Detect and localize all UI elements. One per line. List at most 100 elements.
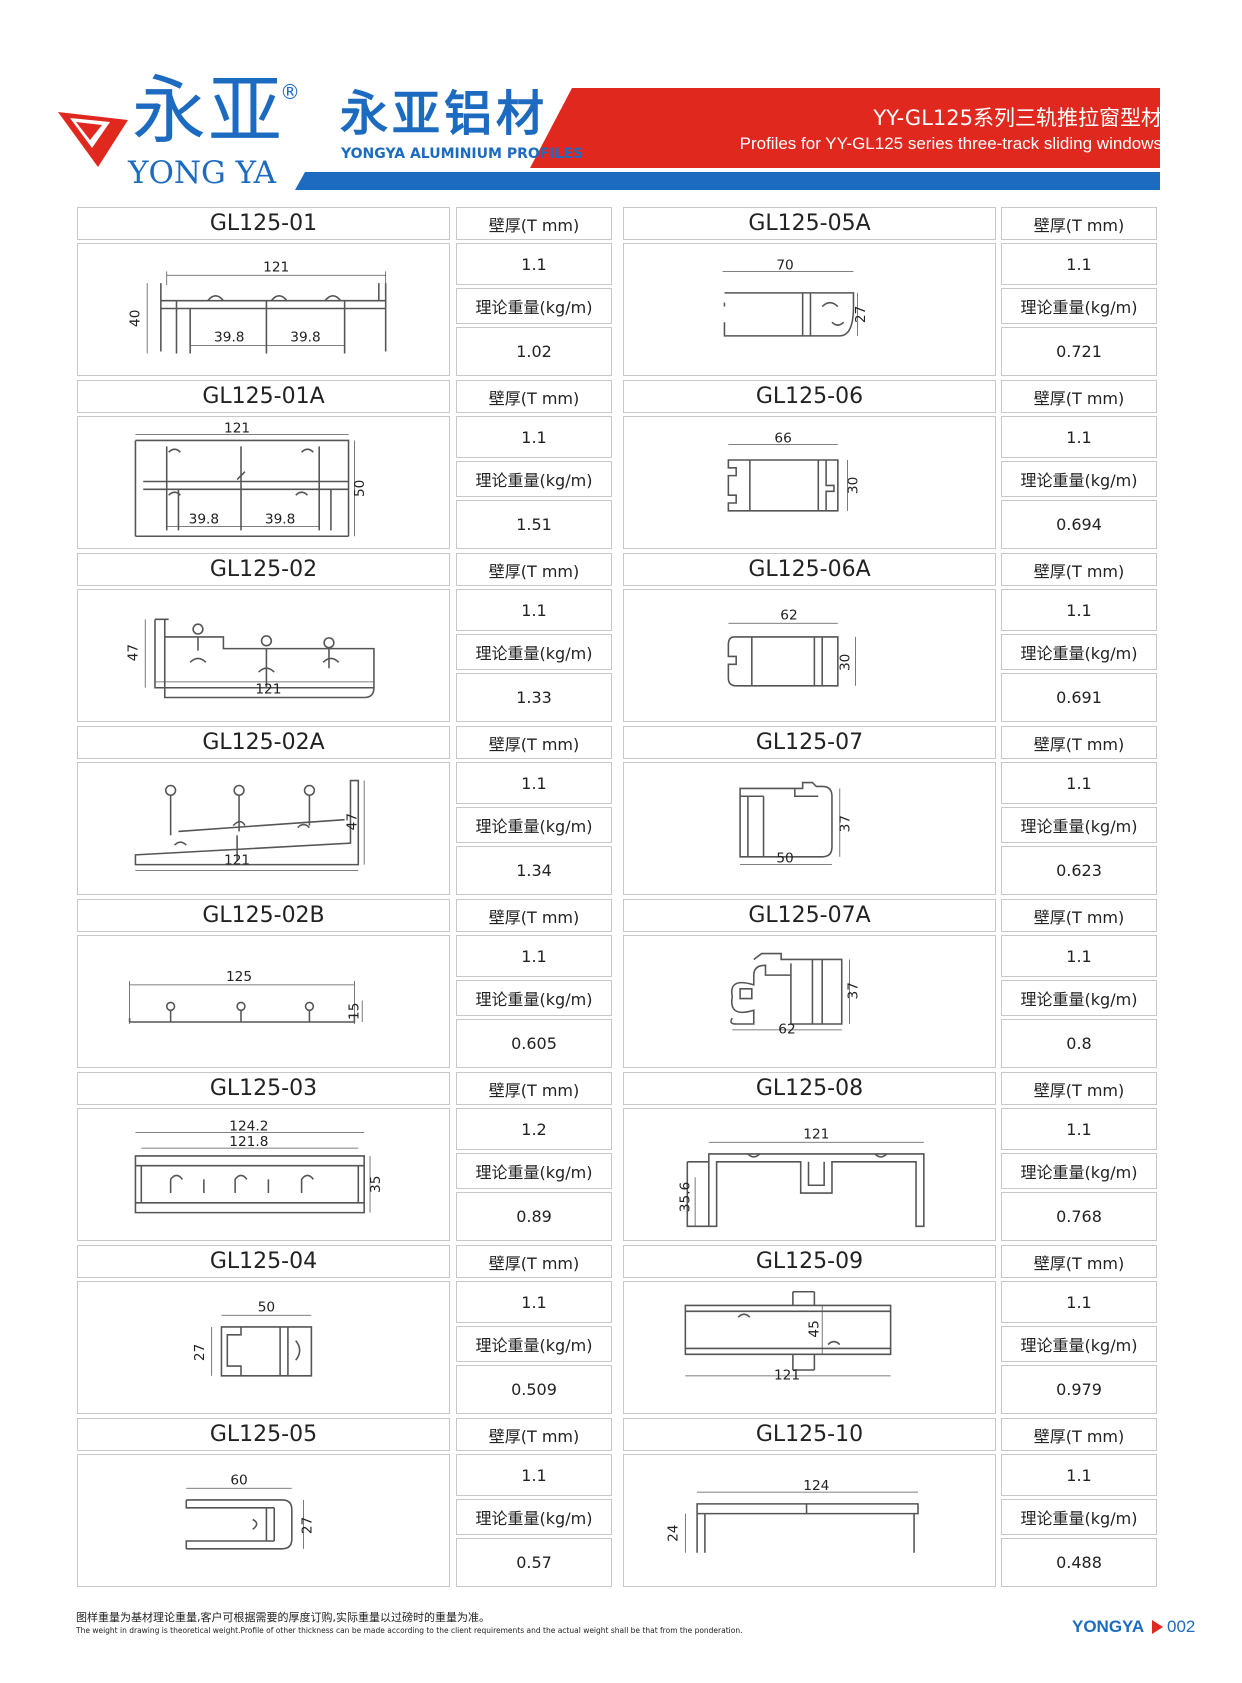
- thickness-value: 1.1: [456, 935, 612, 977]
- dimension-label: 62: [780, 607, 797, 623]
- profile-code: GL125-10: [623, 1418, 996, 1451]
- footer-note-cn: 图样重量为基材理论重量,客户可根据需要的厚度订购,实际重量以过磅时的重量为准。: [76, 1611, 490, 1624]
- thickness-label: 壁厚(T mm): [1001, 1072, 1157, 1105]
- dimension-label: 60: [230, 1472, 247, 1488]
- footer-arrow-icon: [1152, 1620, 1163, 1634]
- registered-mark: ®: [280, 80, 300, 104]
- thickness-value: 1.2: [456, 1108, 612, 1150]
- profile-drawing: 121 40 39.8 39.8: [77, 243, 450, 376]
- weight-label: 理论重量(kg/m): [456, 1499, 612, 1535]
- thickness-value: 1.1: [1001, 243, 1157, 285]
- dimension-label: 121: [774, 1368, 800, 1384]
- dimension-label: 39.8: [290, 330, 320, 346]
- dimension-label: 121: [263, 259, 289, 275]
- weight-value: 0.488: [1001, 1538, 1157, 1587]
- thickness-label: 壁厚(T mm): [1001, 207, 1157, 240]
- thickness-label: 壁厚(T mm): [1001, 726, 1157, 759]
- thickness-value: 1.1: [1001, 762, 1157, 804]
- weight-label: 理论重量(kg/m): [1001, 807, 1157, 843]
- profile-code: GL125-01A: [77, 380, 450, 413]
- weight-value: 0.623: [1001, 846, 1157, 895]
- weight-label: 理论重量(kg/m): [1001, 288, 1157, 324]
- dimension-label: 124.2: [229, 1119, 268, 1135]
- thickness-value: 1.1: [1001, 589, 1157, 631]
- thickness-value: 1.1: [1001, 416, 1157, 458]
- dimension-label: 39.8: [189, 512, 219, 528]
- weight-value: 0.509: [456, 1365, 612, 1414]
- profile-code: GL125-05A: [623, 207, 996, 240]
- profile-code: GL125-07: [623, 726, 996, 759]
- profile-code: GL125-02A: [77, 726, 450, 759]
- profile-code: GL125-02: [77, 553, 450, 586]
- thickness-label: 壁厚(T mm): [456, 1245, 612, 1278]
- profile-code: GL125-03: [77, 1072, 450, 1105]
- thickness-value: 1.1: [1001, 1281, 1157, 1323]
- weight-value: 1.34: [456, 846, 612, 895]
- dimension-label: 27: [192, 1344, 208, 1361]
- dimension-label: 50: [352, 480, 368, 497]
- profile-code: GL125-05: [77, 1418, 450, 1451]
- profile-drawing: 37 62: [623, 935, 996, 1068]
- weight-label: 理论重量(kg/m): [1001, 980, 1157, 1016]
- thickness-value: 1.1: [456, 762, 612, 804]
- dimension-label: 30: [838, 654, 854, 671]
- dimension-label: 121: [224, 421, 250, 437]
- weight-value: 0.691: [1001, 673, 1157, 722]
- dimension-label: 50: [776, 851, 793, 867]
- dimension-label: 37: [845, 982, 861, 999]
- dimension-label: 125: [226, 969, 252, 985]
- dimension-label: 47: [125, 644, 141, 661]
- profile-drawing: 124 24: [623, 1454, 996, 1587]
- dimension-label: 121: [803, 1126, 829, 1142]
- profile-code: GL125-02B: [77, 899, 450, 932]
- dimension-label: 45: [806, 1320, 822, 1337]
- weight-label: 理论重量(kg/m): [456, 288, 612, 324]
- profile-drawing: 125 15: [77, 935, 450, 1068]
- weight-label: 理论重量(kg/m): [456, 807, 612, 843]
- profile-code: GL125-08: [623, 1072, 996, 1105]
- dimension-label: 15: [346, 1003, 362, 1020]
- footer-note-en: The weight in drawing is theoretical wei…: [76, 1626, 743, 1635]
- profile-drawing: 37 50: [623, 762, 996, 895]
- brand-title-cn: 永亚铝材: [340, 86, 549, 142]
- weight-label: 理论重量(kg/m): [456, 980, 612, 1016]
- dimension-label: 40: [127, 310, 143, 327]
- weight-label: 理论重量(kg/m): [456, 1153, 612, 1189]
- thickness-label: 壁厚(T mm): [456, 726, 612, 759]
- profile-code: GL125-04: [77, 1245, 450, 1278]
- dimension-label: 62: [778, 1022, 795, 1038]
- weight-value: 0.694: [1001, 500, 1157, 549]
- dimension-label: 121: [224, 853, 250, 869]
- dimension-label: 27: [299, 1517, 315, 1534]
- thickness-label: 壁厚(T mm): [456, 207, 612, 240]
- thickness-label: 壁厚(T mm): [456, 899, 612, 932]
- weight-value: 0.57: [456, 1538, 612, 1587]
- profile-drawing: 121 50 39.8 39.8: [77, 416, 450, 549]
- weight-label: 理论重量(kg/m): [1001, 634, 1157, 670]
- dimension-label: 39.8: [265, 512, 295, 528]
- dimension-label: 24: [666, 1524, 682, 1541]
- profile-drawing: 50 27: [77, 1281, 450, 1414]
- thickness-label: 壁厚(T mm): [1001, 1245, 1157, 1278]
- logo-mark-icon: [58, 112, 128, 167]
- series-title-cn: YY-GL125系列三轨推拉窗型材: [873, 106, 1162, 130]
- profile-code: GL125-01: [77, 207, 450, 240]
- thickness-value: 1.1: [456, 1454, 612, 1496]
- weight-label: 理论重量(kg/m): [456, 634, 612, 670]
- thickness-value: 1.1: [456, 1281, 612, 1323]
- profile-code: GL125-06A: [623, 553, 996, 586]
- thickness-label: 壁厚(T mm): [1001, 553, 1157, 586]
- dimension-label: 30: [845, 477, 861, 494]
- dimension-label: 121.8: [229, 1134, 268, 1150]
- brand-title-en: YONGYA ALUMINIUM PROFILES: [341, 146, 584, 162]
- series-title-en: Profiles for YY-GL125 series three-track…: [739, 134, 1162, 153]
- footer-brand: YONGYA: [1072, 1617, 1145, 1636]
- dimension-label: 37: [838, 815, 854, 832]
- profile-drawing: 70 27: [623, 243, 996, 376]
- dimension-label: 70: [776, 257, 793, 273]
- weight-label: 理论重量(kg/m): [1001, 1499, 1157, 1535]
- dimension-label: 39.8: [214, 330, 244, 346]
- dimension-label: 47: [344, 813, 360, 830]
- weight-label: 理论重量(kg/m): [1001, 1153, 1157, 1189]
- dimension-label: 27: [853, 306, 869, 323]
